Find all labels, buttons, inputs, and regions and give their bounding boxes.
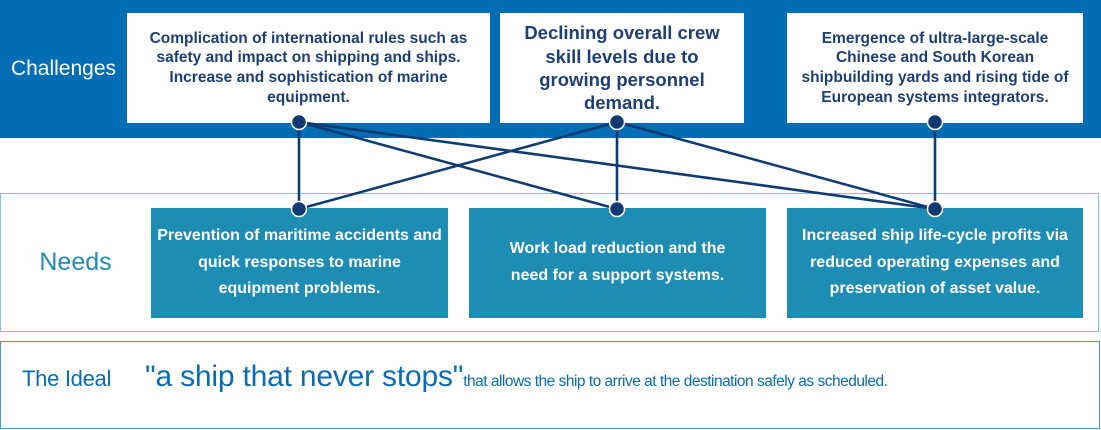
challenge-box-2: Declining overall crew skill levels due … [500,13,744,123]
link-line-2-3 [616,120,936,211]
ideal-row: The Ideal "a ship that never stops" that… [22,360,888,394]
challenge-text-1: Complication of international rules such… [149,29,468,106]
challenge-box-3: Emergence of ultra-large-scale Chinese a… [787,13,1083,123]
needs-frame [0,193,1099,332]
need-node-3 [926,200,944,218]
challenge-box-1: Complication of international rules such… [127,13,490,123]
need-node-2 [608,200,626,218]
ideal-quote: "a ship that never stops" [145,360,464,393]
ideal-frame [0,341,1100,429]
challenge-text-3: Emergence of ultra-large-scale Chinese a… [801,29,1069,106]
challenge-node-2 [608,113,626,131]
link-line-2-1 [298,120,618,211]
need-box-2: Work load reduction and the need for a s… [469,208,766,318]
ideal-label: The Ideal [22,366,112,391]
challenge-node-3 [926,113,944,131]
challenge-text-2: Declining overall crew skill levels due … [524,22,720,114]
needs-label: Needs [39,248,112,276]
challenges-label: Challenges [10,57,117,80]
ideal-tail: that allows the ship to arrive at the de… [463,373,888,390]
need-text-3: Increased ship life-cycle profits via re… [802,226,1068,298]
need-box-3: Increased ship life-cycle profits via re… [787,208,1083,318]
need-text-1: Prevention of maritime accidents and qui… [157,226,442,298]
challenge-node-1 [290,113,308,131]
need-text-2: Work load reduction and the need for a s… [509,240,726,284]
need-box-1: Prevention of maritime accidents and qui… [151,208,448,318]
need-node-1 [290,200,308,218]
